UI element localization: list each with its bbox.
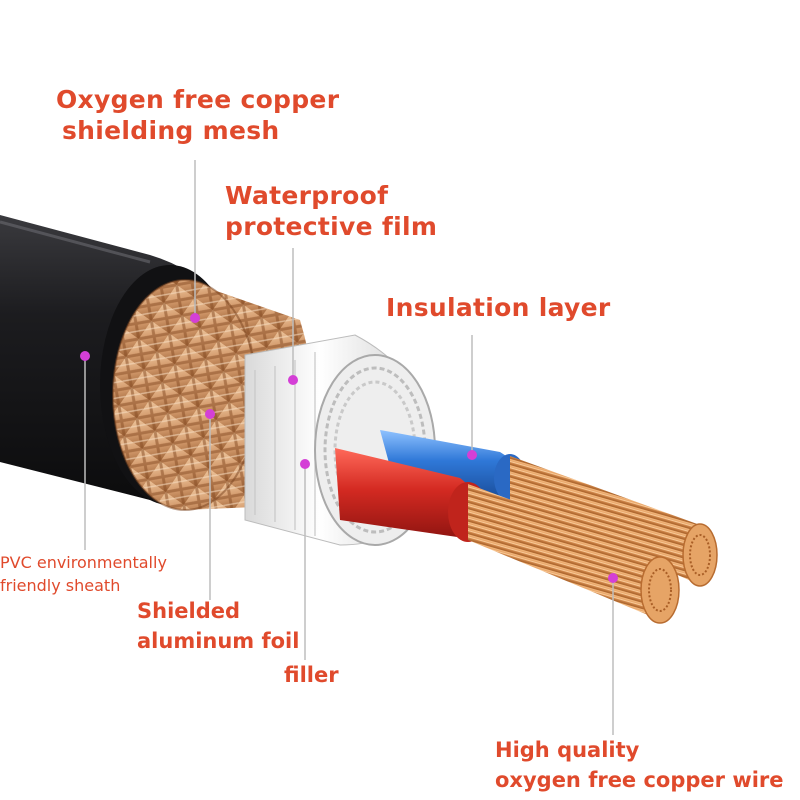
label-pvc-sheath-line-2: friendly sheath — [0, 576, 121, 596]
marker-dots — [80, 313, 618, 583]
label-aluminum-foil-line-2: aluminum foil — [137, 629, 300, 654]
label-waterproof-film-line-2: protective film — [225, 212, 438, 242]
label-pvc-sheath: PVC environmentally friendly sheath — [0, 551, 167, 597]
marker-dot-insulation — [467, 450, 477, 460]
marker-dot-shielding-mesh — [190, 313, 200, 323]
label-insulation-layer: Insulation layer — [386, 292, 610, 323]
label-aluminum-foil-line-1: Shielded — [137, 599, 241, 623]
marker-dot-pvc-sheath — [80, 351, 90, 361]
red-insulated-wire — [335, 448, 680, 624]
leader-lines — [84, 160, 614, 735]
marker-dot-copper-wire — [608, 573, 618, 583]
label-waterproof-film: Waterproof protective film — [225, 180, 437, 243]
label-filler: filler — [284, 662, 339, 688]
label-shielding-mesh-line-1: Oxygen free copper — [56, 85, 340, 114]
label-waterproof-film-line-1: Waterproof — [225, 181, 389, 210]
label-copper-wire-line-1: High quality — [495, 738, 640, 762]
label-copper-wire: High quality oxygen free copper wire — [495, 737, 784, 794]
label-insulation-layer-line-1: Insulation layer — [386, 293, 611, 322]
label-aluminum-foil: Shielded aluminum foil — [137, 598, 299, 655]
label-shielding-mesh: Oxygen free copper shielding mesh — [56, 84, 339, 147]
label-filler-line-1: filler — [284, 663, 339, 687]
label-copper-wire-line-2: oxygen free copper wire — [495, 768, 784, 793]
marker-dot-aluminum-foil — [205, 409, 215, 419]
label-pvc-sheath-line-1: PVC environmentally — [0, 553, 167, 572]
label-shielding-mesh-line-2: shielding mesh — [62, 116, 280, 146]
marker-dot-filler — [300, 459, 310, 469]
marker-dot-waterproof-film — [288, 375, 298, 385]
